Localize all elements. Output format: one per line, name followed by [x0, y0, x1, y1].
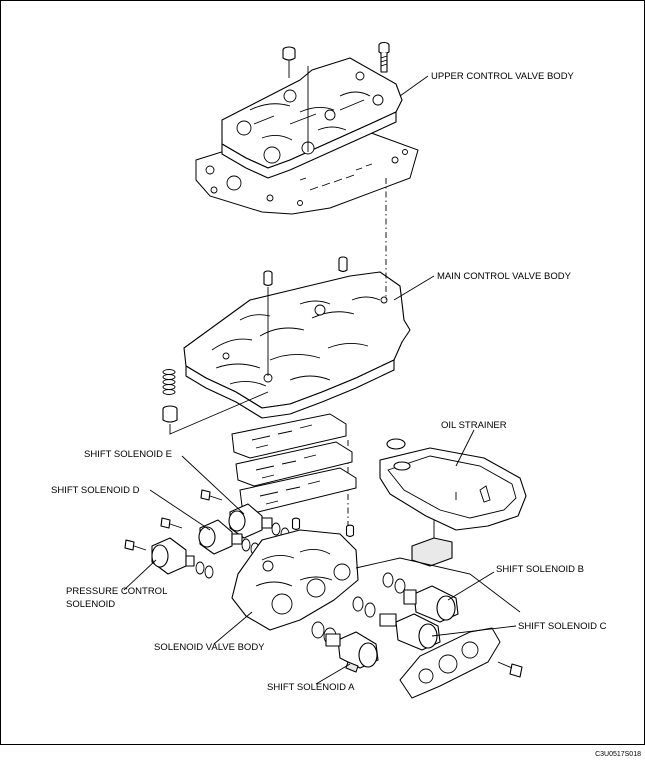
- label-shift-solenoid-c: SHIFT SOLENOID C: [518, 621, 607, 632]
- leader-oil-strainer: [455, 429, 475, 467]
- figure-code: C3U0517S018: [595, 751, 641, 758]
- solenoid-cover-gasket: [399, 627, 523, 699]
- leader-shift-solenoid-b: [447, 571, 495, 601]
- label-main-control-valve-body: MAIN CONTROL VALVE BODY: [437, 271, 572, 282]
- label-shift-solenoid-a: SHIFT SOLENOID A: [267, 682, 355, 693]
- label-pressure-control-solenoid-line2: SOLENOID: [66, 599, 115, 610]
- upper-control-valve-body: [195, 41, 419, 215]
- leader-pressure-control-solenoid: [123, 559, 157, 591]
- bolt-icon: [124, 539, 147, 551]
- label-solenoid-valve-body: SOLENOID VALVE BODY: [154, 642, 265, 653]
- label-upper-control-valve-body: UPPER CONTROL VALVE BODY: [431, 71, 575, 82]
- leader-shift-solenoid-a: [315, 663, 351, 685]
- pin-icon: [291, 517, 301, 531]
- leader-shift-solenoid-e: [181, 455, 245, 515]
- bolt-icon: [378, 41, 390, 73]
- label-shift-solenoid-d: SHIFT SOLENOID D: [51, 485, 140, 496]
- label-shift-solenoid-b: SHIFT SOLENOID B: [496, 564, 584, 575]
- bolt-icon: [160, 517, 183, 529]
- shift-solenoid-e: [200, 489, 290, 541]
- leader-upper-control-valve-body: [399, 75, 429, 97]
- bolt-icon: [497, 661, 523, 678]
- pin-icon: [263, 270, 273, 287]
- leader-shift-solenoid-c: [431, 625, 517, 637]
- shift-solenoid-b: [403, 585, 459, 623]
- pressure-control-solenoid: [124, 537, 214, 579]
- pin-icon: [338, 256, 348, 273]
- label-oil-strainer: OIL STRAINER: [441, 420, 507, 431]
- label-shift-solenoid-e: SHIFT SOLENOID E: [84, 449, 172, 460]
- leader-solenoid-valve-body: [213, 611, 253, 645]
- leader-shift-solenoid-d: [149, 489, 211, 531]
- separator-plates: [231, 413, 357, 513]
- leader-main-control-valve-body: [393, 275, 435, 301]
- plug-icon: [162, 405, 178, 423]
- shift-solenoid-a: [325, 631, 379, 673]
- spring-icon: [162, 369, 176, 395]
- bolt-icon: [200, 489, 223, 501]
- main-control-valve-body: [162, 256, 411, 435]
- pin-icon: [345, 524, 355, 538]
- oil-strainer: [379, 438, 527, 567]
- shift-solenoid-c: [379, 613, 441, 651]
- bolt-icon: [282, 46, 296, 78]
- label-pressure-control-solenoid-line1: PRESSURE CONTROL: [66, 586, 167, 597]
- solenoid-valve-body: [231, 517, 521, 645]
